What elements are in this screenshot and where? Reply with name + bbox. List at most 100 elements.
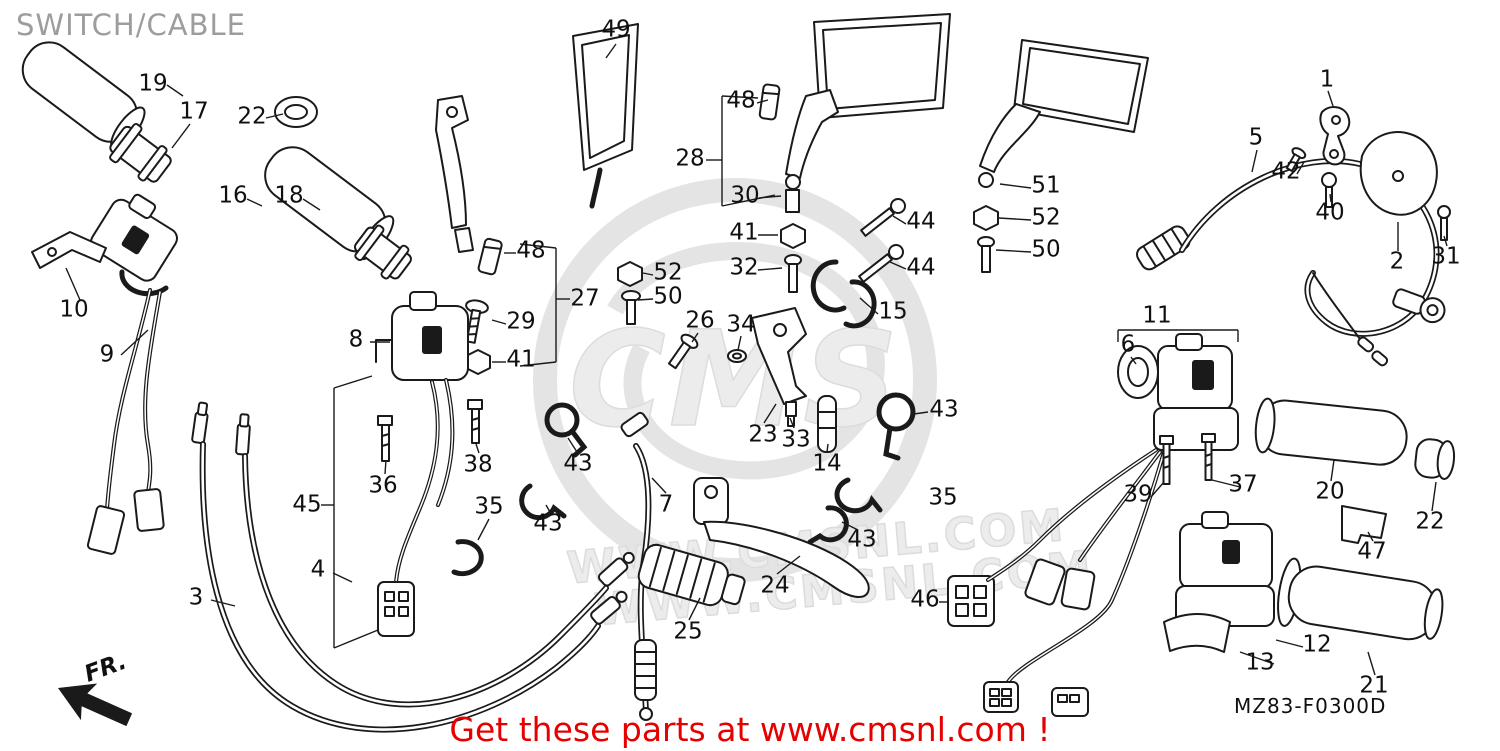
- part-label-52[interactable]: 52: [653, 259, 683, 286]
- part-label-15[interactable]: 15: [878, 298, 908, 325]
- part-screw-36: [377, 415, 393, 462]
- part-label-27[interactable]: 27: [570, 285, 600, 312]
- part-lower-switch-housing: [1163, 511, 1275, 653]
- part-label-34[interactable]: 34: [726, 311, 756, 338]
- part-label-1[interactable]: 1: [1319, 66, 1335, 93]
- part-washer-34: [727, 349, 747, 363]
- part-label-6[interactable]: 6: [1120, 331, 1136, 358]
- part-left-grip: [21, 41, 172, 183]
- part-label-12[interactable]: 12: [1302, 631, 1332, 658]
- leader-lines: [65, 43, 1448, 676]
- part-nut-52-left: [617, 261, 643, 287]
- part-bolt-50-left: [621, 290, 641, 325]
- part-label-24[interactable]: 24: [760, 572, 790, 599]
- part-clamp-15: [810, 259, 877, 329]
- part-label-22[interactable]: 22: [237, 103, 267, 130]
- part-label-45[interactable]: 45: [292, 491, 322, 518]
- part-center-switch-housing: [375, 291, 469, 637]
- part-throttle-cables: [191, 401, 635, 733]
- part-label-9[interactable]: 9: [99, 341, 115, 368]
- part-label-39[interactable]: 39: [1123, 481, 1153, 508]
- part-label-2[interactable]: 2: [1389, 248, 1405, 275]
- part-label-41[interactable]: 41: [506, 346, 536, 373]
- part-label-31[interactable]: 31: [1431, 243, 1461, 270]
- part-label-3[interactable]: 3: [188, 584, 204, 611]
- part-label-17[interactable]: 17: [179, 98, 209, 125]
- part-clamp-35-left: [451, 539, 484, 577]
- part-screw-31: [1437, 205, 1451, 241]
- part-label-28[interactable]: 28: [675, 145, 705, 172]
- part-label-43[interactable]: 43: [533, 510, 563, 537]
- part-label-19[interactable]: 19: [138, 70, 168, 97]
- part-throttle-grip: [264, 146, 412, 280]
- part-label-36[interactable]: 36: [368, 472, 398, 499]
- part-label-38[interactable]: 38: [463, 451, 493, 478]
- part-label-18[interactable]: 18: [274, 182, 304, 209]
- part-right-upper-grip: [1254, 397, 1408, 466]
- part-label-35[interactable]: 35: [474, 493, 504, 520]
- part-label-52[interactable]: 52: [1031, 204, 1061, 231]
- part-boot-14: [817, 395, 837, 453]
- part-mirror-left: [572, 23, 639, 209]
- part-label-43[interactable]: 43: [563, 450, 593, 477]
- part-label-41[interactable]: 41: [729, 219, 759, 246]
- part-label-10[interactable]: 10: [59, 296, 89, 323]
- part-label-8[interactable]: 8: [348, 326, 364, 353]
- part-label-22[interactable]: 22: [1415, 508, 1445, 535]
- part-label-14[interactable]: 14: [812, 450, 842, 477]
- part-label-26[interactable]: 26: [685, 307, 715, 334]
- part-pin-33: [785, 401, 797, 427]
- part-lever-boot: [637, 543, 746, 607]
- part-cover-2: [1359, 131, 1438, 216]
- part-label-13[interactable]: 13: [1245, 649, 1275, 676]
- part-label-49[interactable]: 49: [601, 16, 631, 43]
- part-label-48[interactable]: 48: [726, 87, 756, 114]
- part-mirror-right: [1013, 39, 1149, 133]
- part-label-33[interactable]: 33: [781, 426, 811, 453]
- part-label-40[interactable]: 40: [1315, 199, 1345, 226]
- part-right-switch-housing: [983, 333, 1239, 717]
- part-label-5[interactable]: 5: [1248, 124, 1264, 151]
- part-label-43[interactable]: 43: [847, 526, 877, 553]
- part-label-51[interactable]: 51: [1031, 172, 1061, 199]
- part-label-43[interactable]: 43: [929, 396, 959, 423]
- part-bolt-48-center: [758, 83, 781, 121]
- part-label-37[interactable]: 37: [1228, 471, 1258, 498]
- part-label-4[interactable]: 4: [310, 556, 326, 583]
- part-label-25[interactable]: 25: [673, 618, 703, 645]
- part-label-7[interactable]: 7: [658, 491, 674, 518]
- part-label-46[interactable]: 46: [910, 586, 940, 613]
- part-label-23[interactable]: 23: [748, 421, 778, 448]
- part-label-42[interactable]: 42: [1271, 158, 1301, 185]
- part-label-48[interactable]: 48: [516, 237, 546, 264]
- part-label-11[interactable]: 11: [1142, 302, 1172, 329]
- part-label-29[interactable]: 29: [506, 308, 536, 335]
- part-bracket-1: [1319, 106, 1351, 166]
- part-cable-5: [1136, 158, 1446, 367]
- part-mirror-arm-right: [973, 103, 1041, 273]
- part-clamp-43-lower: [519, 483, 567, 521]
- part-mirror-center: [813, 13, 951, 119]
- part-screw-44-upper: [860, 198, 906, 237]
- part-label-44[interactable]: 44: [906, 208, 936, 235]
- part-lever-bracket: [751, 307, 807, 405]
- part-mirror-arm-center: [780, 89, 839, 293]
- part-screw-44-lower: [858, 244, 904, 283]
- part-bracket-47: [1341, 505, 1387, 544]
- part-screw-40: [1321, 172, 1337, 208]
- footer-promo-link[interactable]: Get these parts at www.cmsnl.com !: [449, 710, 1051, 749]
- part-label-16[interactable]: 16: [218, 182, 248, 209]
- part-label-50[interactable]: 50: [1031, 236, 1061, 263]
- part-label-47[interactable]: 47: [1357, 538, 1387, 565]
- part-connector-46: [947, 575, 995, 627]
- part-clamp-43-upper: [544, 402, 588, 458]
- part-label-35[interactable]: 35: [928, 484, 958, 511]
- part-screw-37: [1201, 433, 1216, 481]
- part-label-21[interactable]: 21: [1359, 672, 1389, 699]
- part-label-32[interactable]: 32: [729, 254, 759, 281]
- part-label-50[interactable]: 50: [653, 283, 683, 310]
- part-label-44[interactable]: 44: [906, 254, 936, 281]
- part-label-30[interactable]: 30: [730, 182, 760, 209]
- part-label-20[interactable]: 20: [1315, 478, 1345, 505]
